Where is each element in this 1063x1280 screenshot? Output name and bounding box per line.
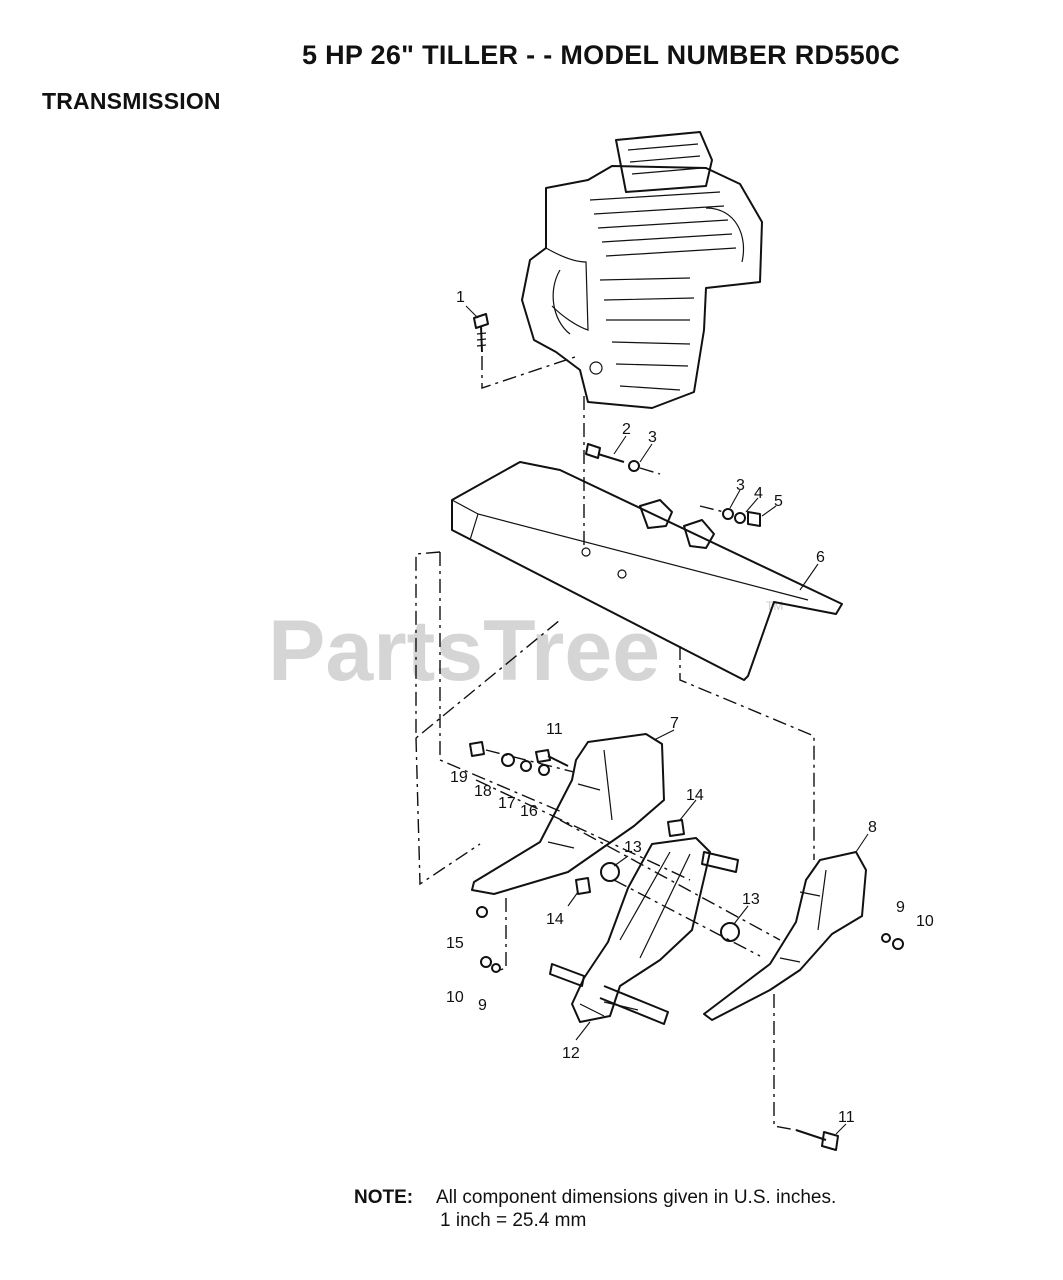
washer-part-9-right [881,933,891,943]
callout-4: 4 [754,485,763,502]
washer-part-13-left [600,862,620,882]
callout-10-right: 10 [916,913,934,930]
callout-19: 19 [450,769,468,786]
hardware-parts-16-19 [469,741,575,776]
watermark-text: PartsTree [268,603,660,699]
hardware-parts-3-4-5 [699,505,761,527]
bolt-part-11-upper [535,749,569,767]
assembly-line-1 [481,355,579,389]
callout-7: 7 [670,715,679,732]
bolt-part-11-lower [795,1129,839,1151]
bolt-part-1 [473,313,489,353]
callout-13-right: 13 [742,891,760,908]
page-title: 5 HP 26" TILLER - - MODEL NUMBER RD550C [302,40,901,70]
callout-14-lower: 14 [546,911,564,928]
note-line-1: All component dimensions given in U.S. i… [436,1187,837,1208]
exploded-parts-diagram: PartsTree TM [268,131,934,1151]
spacer-part-14-upper [667,819,685,837]
washer-part-9-left [491,963,501,973]
right-bracket-part-8 [703,851,867,1021]
callout-13-left: 13 [624,839,642,856]
callout-11-lower: 11 [838,1109,855,1126]
callout-3-upper: 3 [648,429,657,446]
callout-14-upper: 14 [686,787,704,804]
frame-outline-dash [415,551,815,886]
nut-part-10-right [892,938,904,950]
bolt-part-2 [585,443,661,475]
note-line-2: 1 inch = 25.4 mm [440,1210,587,1231]
callout-9-left: 9 [478,997,487,1014]
callout-9-right: 9 [896,899,905,916]
callout-3-right: 3 [736,477,745,494]
note-label: NOTE: [354,1187,414,1208]
dimension-note: NOTE: All component dimensions given in U… [354,1186,836,1232]
callout-11-upper: 11 [546,721,563,738]
assembly-line-3 [475,779,797,1131]
engine [521,131,763,409]
callout-1: 1 [456,289,465,306]
callout-18: 18 [474,783,492,800]
watermark-trademark: TM [766,599,783,613]
callout-12: 12 [562,1045,580,1062]
tine-shield-part-6 [451,461,843,681]
callout-15: 15 [446,935,464,952]
nut-part-10-left [480,956,492,968]
callout-17: 17 [498,795,516,812]
spacer-part-14-lower [575,877,591,895]
callout-8: 8 [868,819,877,836]
callout-2: 2 [622,421,631,438]
callout-5: 5 [774,493,783,510]
section-title: TRANSMISSION [42,88,221,114]
callout-16: 16 [520,803,538,820]
left-bracket-part-7 [471,733,665,895]
callout-6: 6 [816,549,825,566]
washer-part-13-right [720,922,740,942]
callout-10-left: 10 [446,989,464,1006]
washer-part-15 [476,906,488,918]
